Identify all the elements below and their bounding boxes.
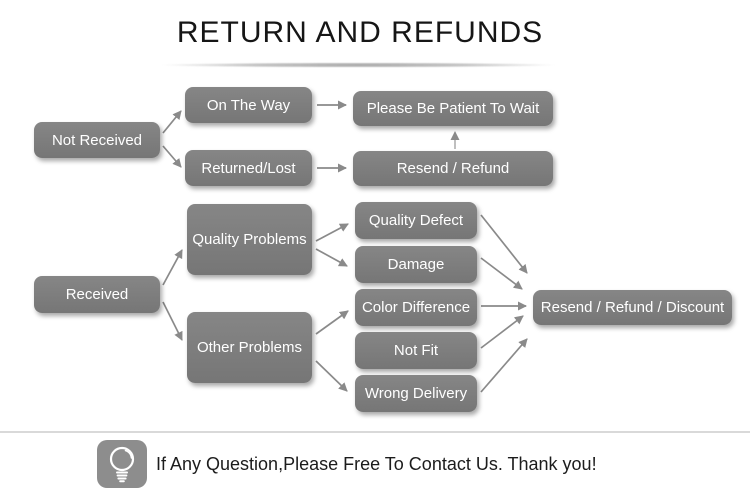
light-bulb-icon: [97, 440, 147, 488]
edge-wrong_delivery-to-resend_refund_discount: [480, 338, 528, 393]
title-divider: [160, 63, 557, 67]
edge-quality_problems-to-quality_defect: [315, 223, 349, 242]
node-returned-lost: Returned/Lost: [185, 150, 312, 186]
node-resend-refund-discount: Resend / Refund / Discount: [533, 290, 732, 325]
node-received: Received: [34, 276, 160, 313]
edge-not_received-to-on_the_way: [162, 110, 182, 134]
page-title: RETURN AND REFUNDS: [176, 16, 544, 49]
edge-not_fit-to-resend_refund_discount: [480, 315, 524, 349]
edge-other_problems-to-color_difference: [315, 310, 349, 335]
node-wrong-delivery: Wrong Delivery: [355, 375, 477, 412]
node-quality-defect: Quality Defect: [355, 202, 477, 239]
edge-quality_defect-to-resend_refund_discount: [480, 214, 528, 274]
edge-quality_problems-to-damage: [315, 248, 348, 267]
edge-damage-to-resend_refund_discount: [480, 257, 523, 290]
node-on-the-way: On The Way: [185, 87, 312, 123]
edge-other_problems-to-wrong_delivery: [315, 360, 348, 392]
node-quality-problems: Quality Problems: [187, 204, 312, 275]
node-other-problems: Other Problems: [187, 312, 312, 383]
footer-divider: [0, 431, 750, 433]
edge-received-to-other_problems: [162, 301, 183, 341]
contact-message: If Any Question,Please Free To Contact U…: [156, 454, 597, 474]
node-please-be-patient: Please Be Patient To Wait: [353, 91, 553, 126]
node-not-received: Not Received: [34, 122, 160, 158]
node-color-difference: Color Difference: [355, 289, 477, 326]
node-resend-refund: Resend / Refund: [353, 151, 553, 186]
edge-not_received-to-returned_lost: [162, 145, 182, 168]
node-damage: Damage: [355, 246, 477, 283]
node-not-fit: Not Fit: [355, 332, 477, 369]
edge-received-to-quality_problems: [162, 249, 183, 286]
